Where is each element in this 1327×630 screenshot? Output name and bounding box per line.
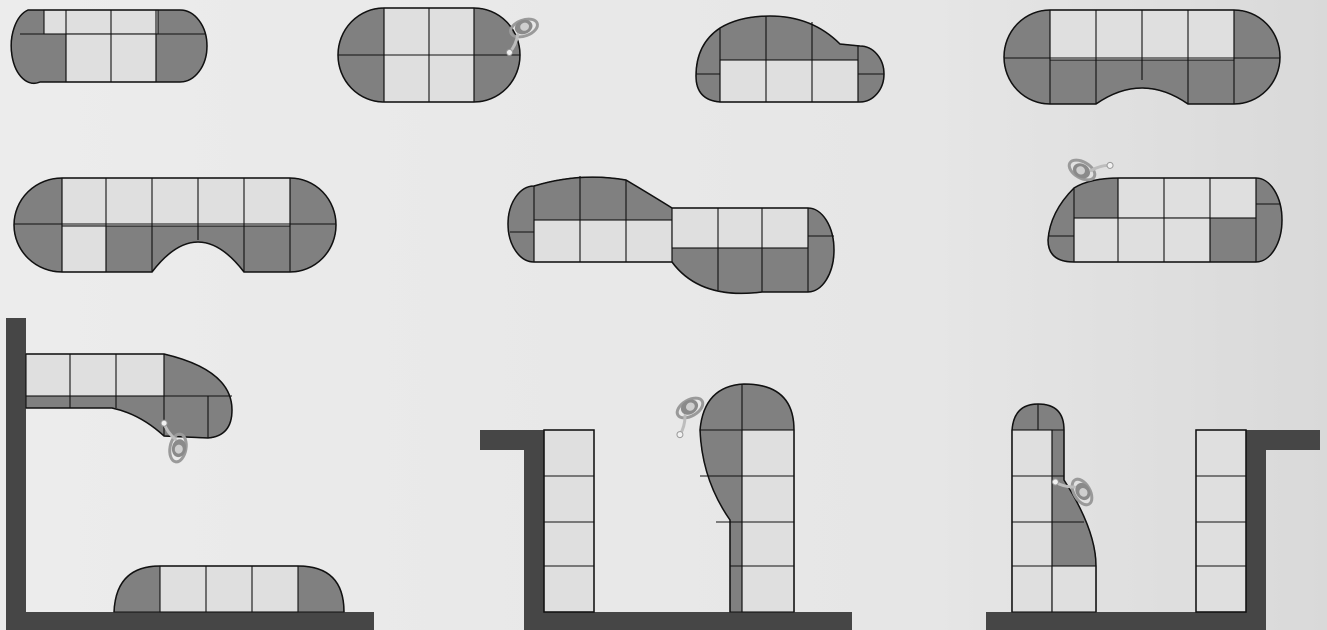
sofa-3 bbox=[696, 16, 884, 102]
room-a bbox=[6, 318, 374, 630]
sofa-4 bbox=[1004, 10, 1280, 104]
room-b bbox=[480, 384, 852, 630]
room-c bbox=[986, 404, 1320, 630]
sofa-6 bbox=[508, 176, 834, 293]
sofa-2 bbox=[338, 8, 544, 102]
sofa-5 bbox=[14, 178, 336, 272]
sofa-1 bbox=[11, 10, 207, 83]
sofa-7 bbox=[1048, 145, 1282, 262]
